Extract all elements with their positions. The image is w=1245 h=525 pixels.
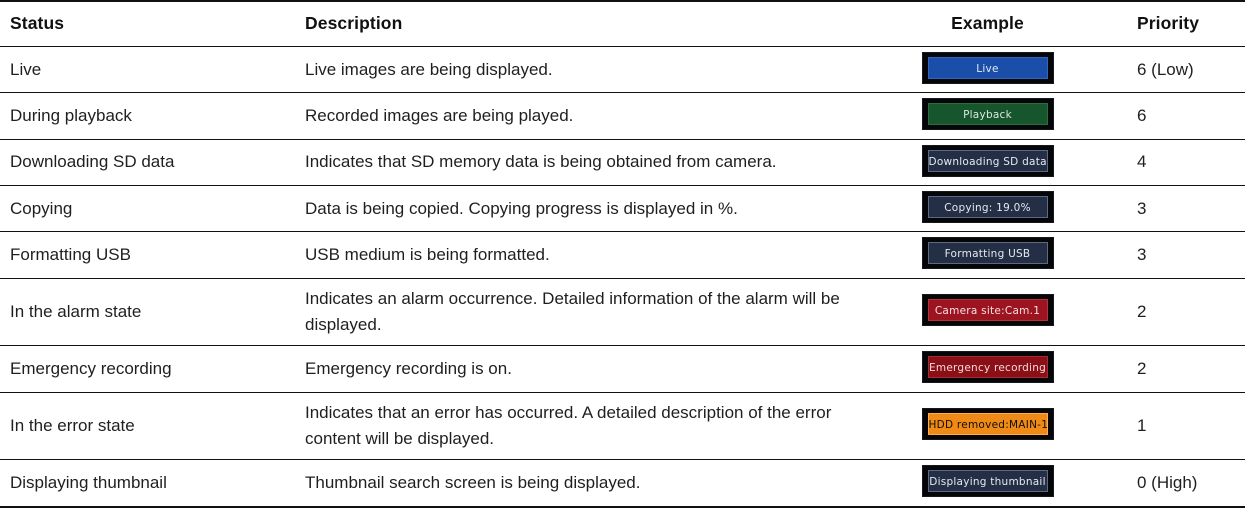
column-header-example: Example (860, 0, 1115, 47)
status-badge-label: Formatting USB (927, 242, 1048, 265)
column-header-priority: Priority (1115, 0, 1245, 47)
cell-example: Playback (860, 92, 1115, 140)
cell-status: Displaying thumbnail (0, 459, 295, 508)
table-row: Live Live images are being displayed. Li… (0, 46, 1245, 94)
status-badge-copying: Copying: 19.0% (921, 191, 1054, 224)
cell-example: Emergency recording (860, 345, 1115, 393)
status-badge-playback: Playback (921, 98, 1054, 131)
cell-description: Data is being copied. Copying progress i… (295, 185, 860, 233)
table-row: Emergency recording Emergency recording … (0, 345, 1245, 393)
status-badge-label: Downloading SD data (927, 149, 1048, 172)
cell-priority: 6 (1115, 92, 1245, 140)
cell-status: During playback (0, 92, 295, 140)
cell-description: Indicates that SD memory data is being o… (295, 139, 860, 187)
status-badge-alarm: Camera site:Cam.1 (921, 294, 1054, 327)
cell-example: Displaying thumbnail (860, 459, 1115, 508)
column-header-description: Description (295, 0, 860, 47)
cell-description: USB medium is being formatted. (295, 231, 860, 279)
status-badge-label: Copying: 19.0% (927, 196, 1048, 219)
status-badge-label: Live (927, 57, 1048, 79)
table-row: Displaying thumbnail Thumbnail search sc… (0, 459, 1245, 508)
status-badge-label: Displaying thumbnail (927, 470, 1048, 493)
cell-priority: 2 (1115, 278, 1245, 347)
cell-description: Live images are being displayed. (295, 46, 860, 94)
table-row: In the error state Indicates that an err… (0, 392, 1245, 461)
status-badge-error: HDD removed:MAIN-1 (921, 408, 1054, 441)
status-badge-live: Live (921, 52, 1054, 84)
table-header-row: Status Description Example Priority (0, 0, 1245, 47)
cell-priority: 0 (High) (1115, 459, 1245, 508)
table-body: Live Live images are being displayed. Li… (0, 46, 1245, 508)
cell-status: Emergency recording (0, 345, 295, 393)
status-badge-emergency-recording: Emergency recording (921, 351, 1054, 384)
cell-priority: 1 (1115, 392, 1245, 461)
status-description-table: Status Description Example Priority Live… (0, 0, 1245, 508)
status-badge-formatting-usb: Formatting USB (921, 237, 1054, 270)
cell-status: In the alarm state (0, 278, 295, 347)
status-badge-label: Camera site:Cam.1 (927, 299, 1048, 322)
cell-description: Emergency recording is on. (295, 345, 860, 393)
cell-example: Live (860, 46, 1115, 94)
cell-status: Formatting USB (0, 231, 295, 279)
table-row: Formatting USB USB medium is being forma… (0, 231, 1245, 279)
status-badge-displaying-thumbnail: Displaying thumbnail (921, 465, 1054, 498)
cell-status: Downloading SD data (0, 139, 295, 187)
cell-status: Copying (0, 185, 295, 233)
status-badge-label: Playback (927, 103, 1048, 126)
cell-description: Indicates that an error has occurred. A … (295, 392, 860, 461)
cell-status: Live (0, 46, 295, 94)
table-row: Downloading SD data Indicates that SD me… (0, 139, 1245, 187)
table-header: Status Description Example Priority (0, 0, 1245, 47)
cell-priority: 3 (1115, 185, 1245, 233)
cell-description: Thumbnail search screen is being display… (295, 459, 860, 508)
table-row: During playback Recorded images are bein… (0, 92, 1245, 140)
cell-example: Copying: 19.0% (860, 185, 1115, 233)
cell-priority: 6 (Low) (1115, 46, 1245, 94)
cell-example: HDD removed:MAIN-1 (860, 392, 1115, 461)
cell-priority: 4 (1115, 139, 1245, 187)
cell-example: Camera site:Cam.1 (860, 278, 1115, 347)
cell-example: Formatting USB (860, 231, 1115, 279)
table-row: In the alarm state Indicates an alarm oc… (0, 278, 1245, 347)
cell-description: Recorded images are being played. (295, 92, 860, 140)
cell-priority: 3 (1115, 231, 1245, 279)
cell-example: Downloading SD data (860, 139, 1115, 187)
cell-priority: 2 (1115, 345, 1245, 393)
cell-description: Indicates an alarm occurrence. Detailed … (295, 278, 860, 347)
status-badge-label: HDD removed:MAIN-1 (927, 413, 1048, 436)
status-badge-downloading-sd-data: Downloading SD data (921, 144, 1054, 177)
column-header-status: Status (0, 0, 295, 47)
cell-status: In the error state (0, 392, 295, 461)
table-row: Copying Data is being copied. Copying pr… (0, 185, 1245, 233)
status-badge-label: Emergency recording (927, 356, 1048, 379)
